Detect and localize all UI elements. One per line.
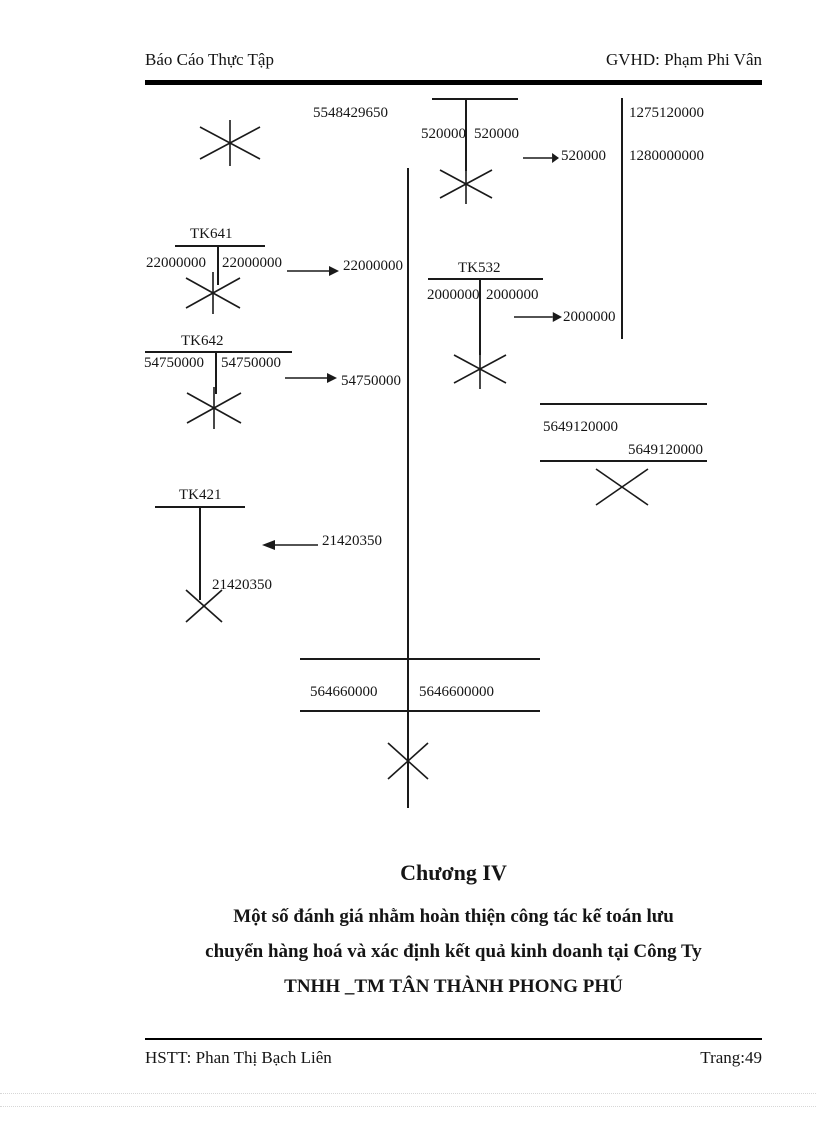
tk532-arrow-label: 2000000 [563, 309, 616, 325]
cross-mark-icon [185, 589, 223, 623]
top-center-debit: 520000 [421, 126, 466, 142]
account-line [300, 710, 540, 712]
subtitle-line-3: TNHH _TM TÂN THÀNH PHONG PHÚ [284, 976, 623, 997]
header-left-text: Báo Cáo Thực Tập [145, 50, 274, 69]
chapter-title: Chương IV [400, 860, 507, 885]
cross-mark-icon [387, 742, 429, 780]
account-line [217, 245, 219, 285]
page-header: Báo Cáo Thực Tập GVHD: Phạm Phi Vân [145, 50, 762, 70]
account-line [432, 98, 518, 100]
account-line [465, 98, 467, 171]
account-line [145, 351, 292, 353]
arrow-right-icon [287, 266, 339, 276]
tk421-label: TK421 [179, 487, 222, 503]
asterisk-mark-icon [185, 272, 241, 314]
tk532-debit: 2000000 [427, 287, 480, 303]
footer-right-text: Trang:49 [700, 1048, 762, 1067]
account-line [175, 245, 265, 247]
top-center-credit: 520000 [474, 126, 519, 142]
bottom-account-debit: 564660000 [310, 684, 378, 700]
tk641-arrow-label: 22000000 [343, 258, 403, 274]
header-right-text: GVHD: Phạm Phi Vân [606, 50, 762, 69]
right-block-value-bottom: 5649120000 [628, 442, 703, 458]
tk532-label: TK532 [458, 260, 501, 276]
account-line [428, 278, 543, 280]
asterisk-mark-icon [453, 349, 507, 389]
account-line [300, 658, 540, 660]
account-line [540, 460, 707, 462]
top-left-value: 5548429650 [313, 105, 388, 121]
footer-left-text: HSTT: Phan Thị Bạch Liên [145, 1048, 332, 1067]
chapter-subtitle: Một số đánh giá nhằm hoàn thiện công tác… [100, 899, 807, 1004]
asterisk-mark-icon [199, 120, 261, 166]
account-line [540, 403, 707, 405]
scan-artifact-line [0, 1106, 816, 1107]
subtitle-line-1: Một số đánh giá nhằm hoàn thiện công tác… [233, 906, 674, 927]
arrow-left-icon [262, 540, 318, 550]
subtitle-line-2: chuyển hàng hoá và xác định kết quả kinh… [205, 941, 702, 962]
tk641-credit: 22000000 [222, 255, 282, 271]
tk642-debit: 54750000 [144, 355, 204, 371]
account-line [215, 351, 217, 394]
right-column-top-value: 1275120000 [629, 105, 704, 121]
top-center-arrow-label: 520000 [561, 148, 606, 164]
central-account-line [407, 168, 409, 808]
tk421-closing-value: 21420350 [212, 577, 272, 593]
arrow-right-icon [514, 312, 562, 322]
tk532-credit: 2000000 [486, 287, 539, 303]
tk642-arrow-label: 54750000 [341, 373, 401, 389]
cross-mark-icon [595, 468, 649, 506]
tk421-arrow-label: 21420350 [322, 533, 382, 549]
tk642-credit: 54750000 [221, 355, 281, 371]
scan-artifact-line [0, 1093, 816, 1094]
account-line [199, 506, 201, 600]
asterisk-mark-icon [186, 387, 242, 429]
arrow-right-icon [523, 153, 559, 163]
footer-rule [145, 1038, 762, 1040]
tk641-debit: 22000000 [146, 255, 206, 271]
asterisk-mark-icon [439, 164, 493, 204]
tk641-label: TK641 [190, 226, 233, 242]
right-block-value-top: 5649120000 [543, 419, 618, 435]
right-column-bottom-value: 1280000000 [629, 148, 704, 164]
header-rule [145, 80, 762, 85]
tk642-label: TK642 [181, 333, 224, 349]
account-line [479, 278, 481, 355]
arrow-right-icon [285, 373, 337, 383]
page-footer: HSTT: Phan Thị Bạch Liên Trang:49 [145, 1048, 762, 1068]
bottom-account-credit: 5646600000 [419, 684, 494, 700]
account-line [621, 98, 623, 339]
